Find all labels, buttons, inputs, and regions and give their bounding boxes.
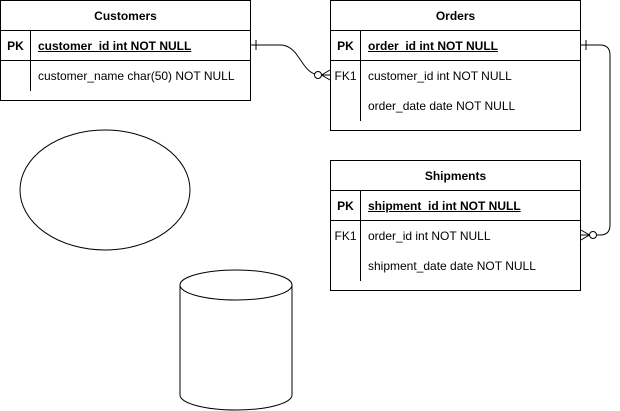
entity-title-shipments: Shipments [331,161,580,191]
crowfoot-bottom-shipments [580,234,590,241]
entity-customers[interactable]: Customers PK customer_id int NOT NULL cu… [0,0,251,101]
ellipse-shape[interactable] [19,129,191,251]
pk-row-shipments: PK shipment_id int NOT NULL [331,191,580,221]
relationship-customers-orders[interactable] [251,40,331,81]
pk-key-shipments: PK [331,191,361,220]
key-orders-2 [331,91,361,121]
key-shipments-2 [331,251,361,281]
field-shipments-1: order_id int NOT NULL [368,229,491,243]
crowfoot-bottom-orders [321,74,331,81]
relationship-orders-shipments[interactable] [580,40,611,241]
field-orders-1: customer_id int NOT NULL [368,69,512,83]
pk-field-customers: customer_id int NOT NULL [38,39,192,53]
entity-title-orders: Orders [331,1,580,31]
connector-line-customers-orders[interactable] [251,44,330,76]
pk-field-shipments: shipment_id int NOT NULL [368,199,521,213]
field-row-customers-1: customer_name char(50) NOT NULL [1,61,250,91]
cylinder-top [179,269,293,301]
cylinder-shape[interactable] [179,269,293,411]
field-shipments-2: shipment_date date NOT NULL [368,259,536,273]
key-customers-1 [1,61,31,91]
crowfoot-top-shipments [580,229,590,236]
field-row-shipments-2: shipment_date date NOT NULL [331,251,580,281]
key-shipments-1: FK1 [331,221,361,251]
pk-row-orders: PK order_id int NOT NULL [331,31,580,61]
field-orders-2: order_date date NOT NULL [368,99,516,113]
field-customers-1: customer_name char(50) NOT NULL [38,69,235,83]
crowfoot-top-orders [321,69,331,76]
entity-orders[interactable]: Orders PK order_id int NOT NULL FK1 cust… [330,0,581,131]
key-orders-1: FK1 [331,61,361,91]
pk-key-customers: PK [1,31,31,60]
pk-field-orders: order_id int NOT NULL [368,39,498,53]
field-row-orders-1: FK1 customer_id int NOT NULL [331,61,580,91]
pk-row-customers: PK customer_id int NOT NULL [1,31,250,61]
field-row-shipments-1: FK1 order_id int NOT NULL [331,221,580,251]
connector-line-orders-shipments[interactable] [581,44,611,236]
field-row-orders-2: order_date date NOT NULL [331,91,580,121]
zero-marker-orders [314,71,322,79]
entity-title-customers: Customers [1,1,250,31]
cylinder-body [179,285,293,411]
zero-marker-shipments [589,231,597,239]
pk-key-orders: PK [331,31,361,60]
entity-shipments[interactable]: Shipments PK shipment_id int NOT NULL FK… [330,160,581,291]
